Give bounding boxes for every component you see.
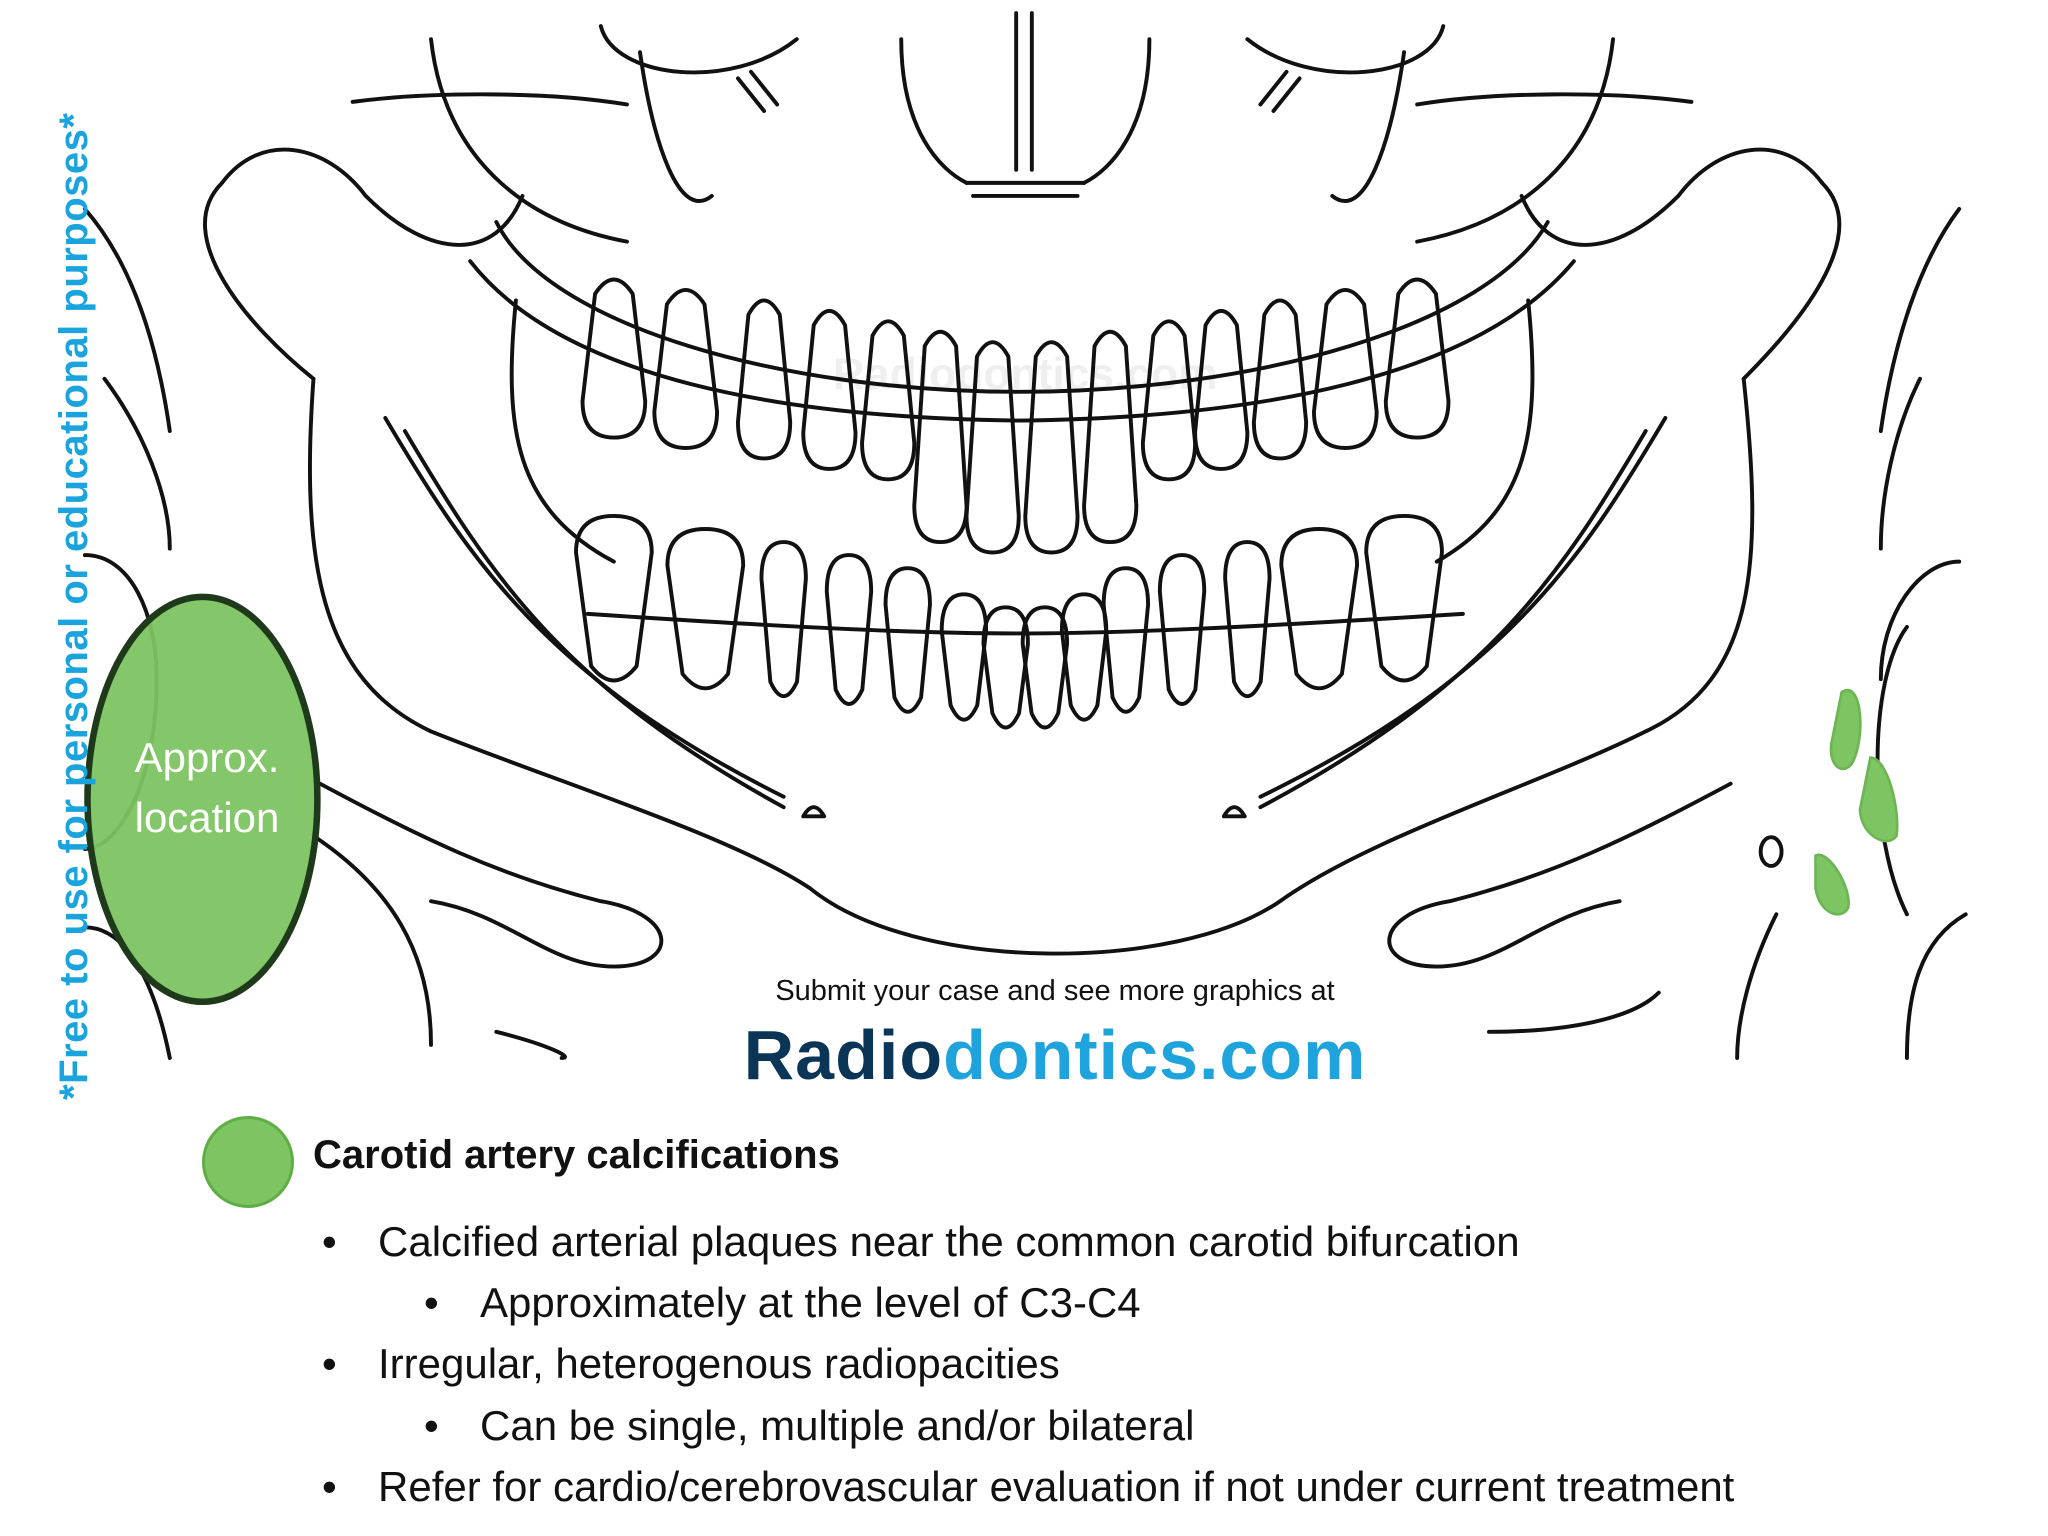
calcification-blob <box>1814 853 1850 916</box>
tooth <box>1193 308 1250 471</box>
tooth <box>824 553 874 706</box>
anatomy-outline <box>82 11 1968 1060</box>
tooth <box>860 319 917 482</box>
tooth <box>964 340 1021 555</box>
label-line: Approx. <box>134 734 280 781</box>
tooth <box>580 277 648 440</box>
tooth <box>883 566 932 714</box>
tooth <box>665 527 746 691</box>
bullet-text: Calcified arterial plaques near the comm… <box>378 1218 1520 1265</box>
bullet-text: Can be single, multiple and/or bilateral <box>480 1402 1195 1449</box>
tooth <box>981 605 1030 730</box>
tooth <box>759 540 808 699</box>
bullet-marker: • <box>322 1340 337 1387</box>
tooth <box>1023 340 1080 555</box>
bullet-text: Refer for cardio/cerebrovascular evaluat… <box>378 1463 1735 1510</box>
tooth <box>912 329 969 545</box>
logo-part-light: dontics.com <box>943 1016 1367 1094</box>
bullet-item: • Refer for cardio/cerebrovascular evalua… <box>322 1463 1735 1511</box>
bullet-item: • Can be single, multiple and/or bilatera… <box>424 1402 1195 1450</box>
calcification-blob <box>1829 688 1862 771</box>
tooth <box>1082 329 1139 545</box>
legend-title: Carotid artery calcifications <box>313 1133 840 1177</box>
tooth <box>1364 513 1444 683</box>
label-line: location <box>134 794 280 841</box>
tooth <box>1140 319 1198 482</box>
tooth <box>1101 566 1151 714</box>
calcification-blob <box>1858 756 1899 843</box>
logo-part-dark: Radio <box>743 1016 944 1094</box>
tooth <box>574 513 654 683</box>
approx-location-ellipse <box>84 593 321 1006</box>
tooth <box>1223 540 1272 699</box>
tooth <box>652 288 720 450</box>
tooth <box>939 592 989 722</box>
legend-swatch <box>202 1116 294 1208</box>
tooth <box>1251 298 1309 461</box>
tooth <box>735 298 793 461</box>
bullet-marker: • <box>424 1402 439 1449</box>
bullet-item: • Irregular, heterogenous radiopacities <box>322 1340 1060 1388</box>
tooth <box>1311 288 1379 450</box>
watermark: Radiodontics.com <box>833 350 1218 399</box>
bullet-item: • Calcified arterial plaques near the com… <box>322 1218 1520 1266</box>
bullet-item: • Approximately at the level of C3-C4 <box>424 1279 1141 1327</box>
bullet-text: Approximately at the level of C3-C4 <box>480 1279 1141 1326</box>
bullet-marker: • <box>322 1463 337 1510</box>
tooth <box>1059 592 1109 722</box>
usage-note: *Free to use for personal or educational… <box>52 112 96 1100</box>
radiodontics-logo[interactable]: Radiodontics.com <box>0 1015 2048 1095</box>
teeth <box>574 277 1451 730</box>
calcification-opacities <box>1814 688 1899 916</box>
bullet-marker: • <box>322 1218 337 1265</box>
tooth <box>1157 553 1207 706</box>
tooth <box>801 308 858 471</box>
bullet-marker: • <box>424 1279 439 1326</box>
tooth <box>1279 527 1360 691</box>
submit-text: Submit your case and see more graphics a… <box>775 975 1335 1007</box>
tooth <box>1383 277 1451 440</box>
bullet-text: Irregular, heterogenous radiopacities <box>378 1340 1060 1387</box>
approx-location-label: Approx. location <box>112 728 302 848</box>
